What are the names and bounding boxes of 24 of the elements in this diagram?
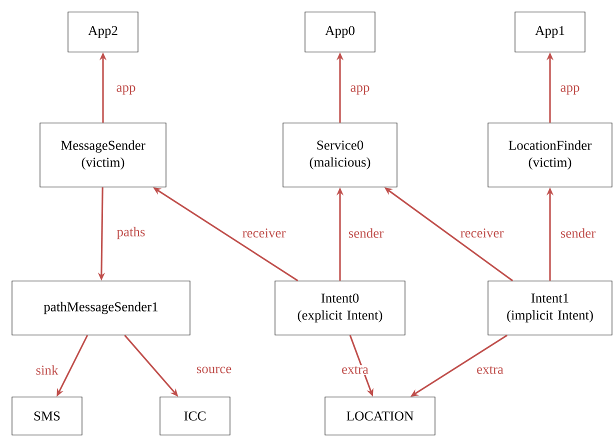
edge-label: source [195, 366, 233, 374]
box: Intent0 (explicit Intent) [274, 280, 406, 336]
edge-label: sender [347, 227, 385, 239]
edge-label: extra [340, 365, 370, 375]
box: Intent1 (implicit Intent) [488, 280, 612, 336]
box: App1 [514, 12, 586, 52]
box: SMS [12, 396, 82, 436]
edge-label: app [115, 84, 137, 96]
edge-label: receiver [241, 227, 287, 239]
edge-label: app [559, 84, 581, 96]
box: pathMessageSender1 [12, 280, 190, 336]
box: LOCATION [324, 396, 436, 436]
box: Service0 (malicious) [282, 122, 398, 188]
edge-label: extra [476, 365, 504, 375]
box: MessageSender (victim) [40, 122, 166, 188]
edge-label: app [349, 84, 371, 96]
edge-label: sender [559, 227, 597, 239]
box: ICC [160, 396, 230, 436]
edge-label: sink [34, 364, 60, 376]
box: App2 [68, 12, 138, 52]
edge-label: paths [116, 226, 146, 240]
edge-label: receiver [459, 227, 505, 239]
box: App0 [304, 12, 376, 52]
box: LocationFinder (victim) [488, 122, 612, 188]
